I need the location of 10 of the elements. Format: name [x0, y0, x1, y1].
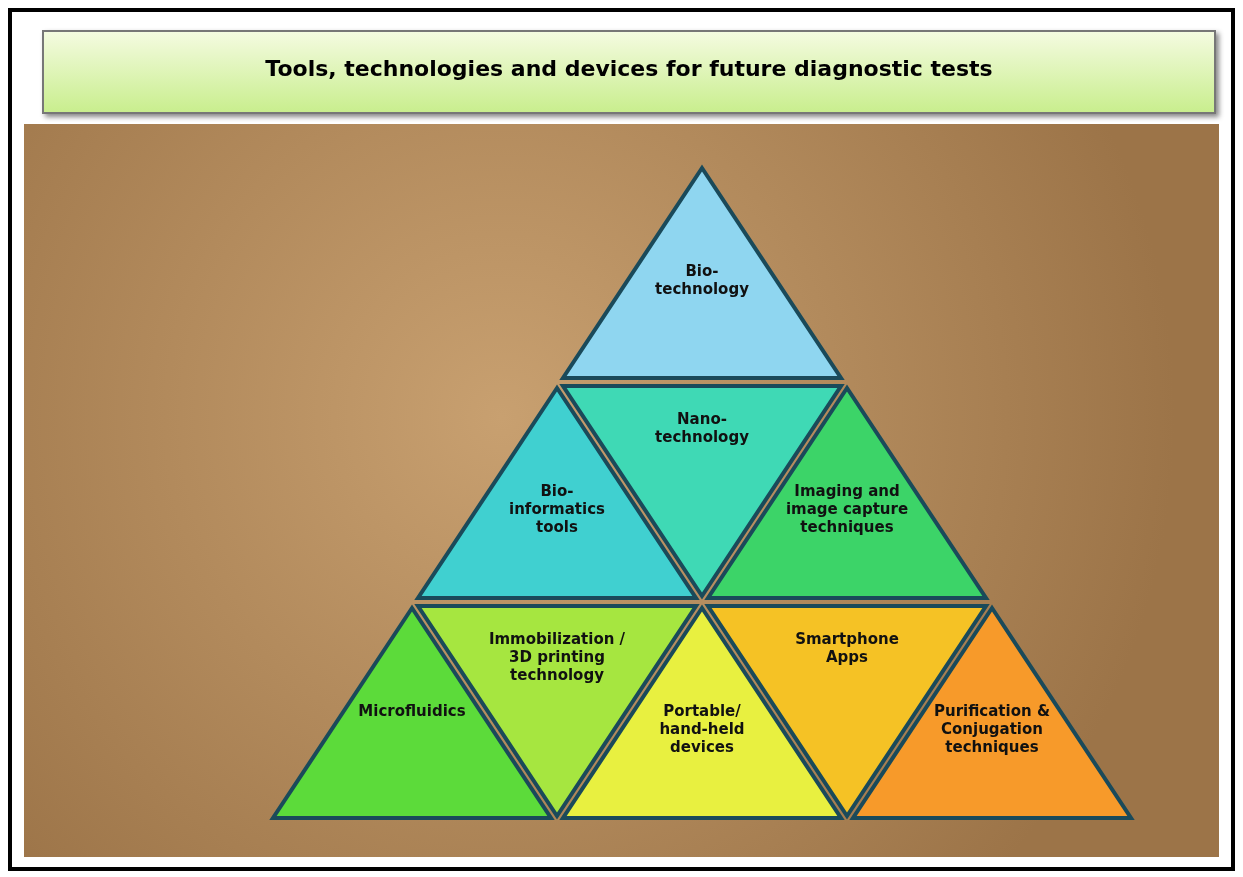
- triangle-label: Bio- technology: [654, 262, 750, 298]
- title: Tools, technologies and devices for future diagnostic tests: [264, 56, 994, 81]
- triangle-label: Portable/ hand-held devices: [658, 702, 746, 756]
- triangle-label: Nano- technology: [654, 410, 750, 446]
- triangle-label: Microfluidics: [357, 702, 467, 720]
- triangle-label: Imaging and image capture techniques: [784, 482, 910, 536]
- triangle-label: Purification & Conjugation techniques: [933, 702, 1051, 756]
- triangle-label: Bio- informatics tools: [508, 482, 606, 536]
- triangle-label: Smartphone Apps: [794, 630, 900, 666]
- triangle-label: Immobilization / 3D printing technology: [487, 630, 627, 684]
